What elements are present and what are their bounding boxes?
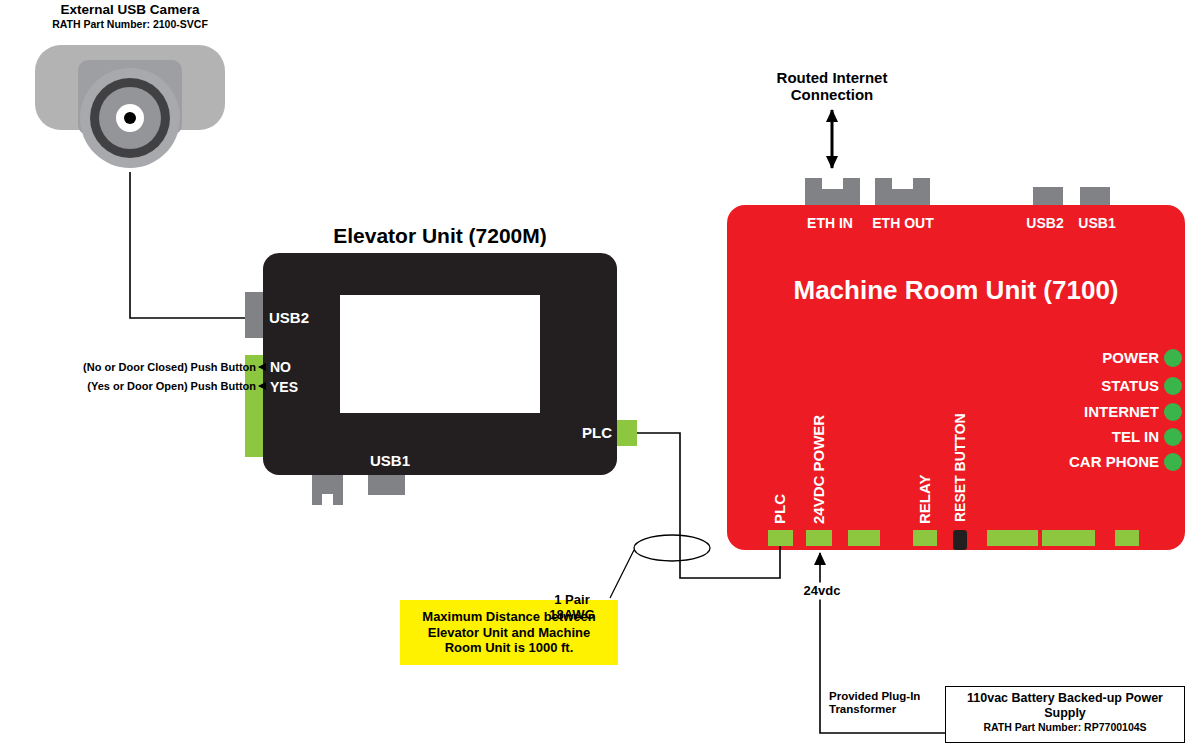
- internet-arrow: [831, 110, 834, 168]
- wire-connector: [637, 433, 780, 578]
- wire-connector: [130, 172, 245, 318]
- part-number: RATH Part Number: RP7700104S: [952, 721, 1178, 734]
- node-heading: Machine Room Unit (7100): [667, 275, 1188, 306]
- port-label: USB2: [1026, 215, 1063, 231]
- usb-port: [1080, 187, 1110, 206]
- display-screen: [340, 295, 540, 413]
- port-label: USB1: [370, 452, 410, 469]
- cable-callout: [634, 535, 710, 561]
- wire-connector: [820, 553, 945, 733]
- part-number: RATH Part Number: 2100-SVCF: [0, 18, 285, 31]
- terminal-label: RELAY: [916, 475, 933, 524]
- usb-port: [1033, 187, 1063, 206]
- port-label: YES: [270, 379, 298, 395]
- port-label: USB2: [269, 309, 309, 326]
- port-label: USB1: [1078, 215, 1115, 231]
- port-label: CAR PHONE: [1069, 453, 1159, 470]
- elevator-unit: Elevator Unit (7200M): [263, 253, 617, 475]
- power-supply-box: 110vac Battery Backed-up Power SupplyRAT…: [945, 686, 1185, 743]
- edge-label: Provided Plug-In Transformer: [829, 690, 941, 716]
- port-label: INTERNET: [1084, 403, 1159, 420]
- node-heading: External USB Camera: [0, 2, 285, 18]
- leader-line: [610, 550, 634, 598]
- port-label: POWER: [1102, 349, 1159, 366]
- usb-port: [245, 292, 265, 338]
- leader-line: [259, 385, 264, 386]
- eth-out-port: [875, 178, 930, 206]
- port-label: 24vdc: [801, 583, 844, 600]
- terminal-label: PLC: [771, 494, 788, 524]
- usb-camera: [35, 45, 225, 168]
- port-label: 1 Pair 18AWG: [537, 593, 607, 623]
- port-label: (No or Door Closed) Push Button: [83, 361, 256, 374]
- eth-in-port: [805, 178, 860, 206]
- node-heading: Elevator Unit (7200M): [203, 223, 677, 248]
- node-heading: 110vac Battery Backed-up Power Supply: [952, 691, 1178, 721]
- port-label: ETH IN: [807, 215, 853, 231]
- camera-node: External USB CameraRATH Part Number: 210…: [35, 40, 225, 172]
- port-label: Routed Internet Connection: [742, 69, 922, 104]
- machine-room-housing: [727, 205, 1185, 550]
- terminal-label: RESET BUTTON: [952, 413, 968, 522]
- port-label: PLC: [582, 424, 612, 441]
- plc-terminal: [615, 420, 637, 446]
- usb-port: [312, 472, 343, 505]
- port-label: (Yes or Door Open) Push Button: [87, 380, 256, 393]
- reset-button: [953, 530, 967, 550]
- status-leds: [1164, 349, 1182, 471]
- terminal-label: 24VDC POWER: [810, 415, 827, 524]
- port-label: NO: [270, 359, 291, 375]
- port-label: STATUS: [1101, 377, 1159, 394]
- port-label: TEL IN: [1112, 428, 1159, 445]
- leader-line: [259, 366, 264, 367]
- usb-port: [368, 472, 405, 495]
- port-label: ETH OUT: [872, 215, 933, 231]
- elevator-housing: [263, 253, 617, 475]
